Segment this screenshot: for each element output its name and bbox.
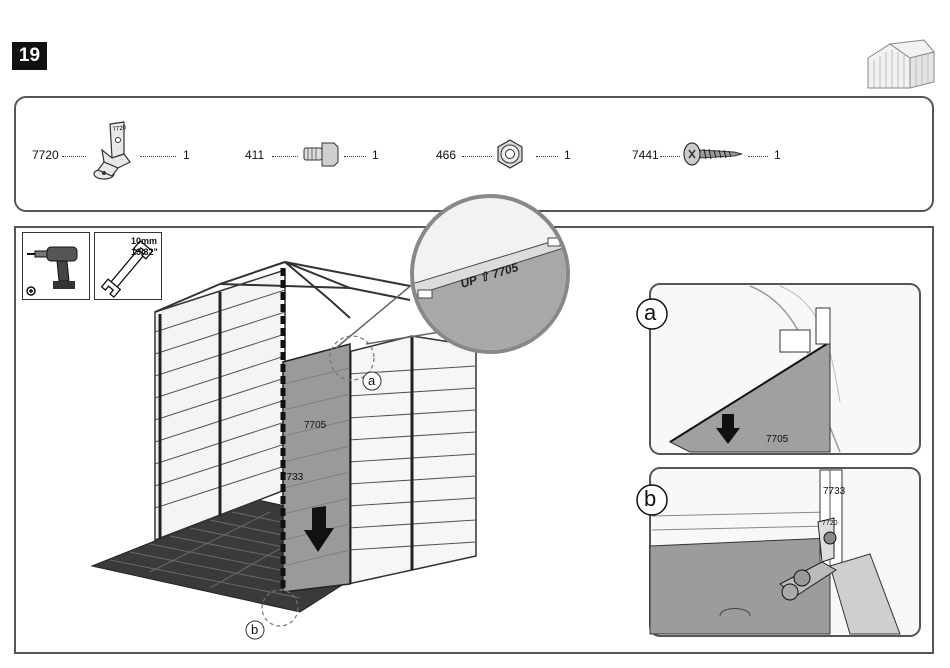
panel-label-7705: 7705 xyxy=(304,420,326,431)
detail-a-panel xyxy=(630,282,926,458)
detail-b-label: 7733 xyxy=(823,486,845,497)
panel-label-7733: 7733 xyxy=(281,472,303,483)
detail-b-panel xyxy=(630,466,926,638)
callout-b-letter: b xyxy=(251,622,258,637)
magnifier-detail: UP ⇧ 7705 xyxy=(412,196,570,360)
detail-b-letter: b xyxy=(644,486,656,512)
detail-a-letter: a xyxy=(644,300,656,326)
callout-a-letter: a xyxy=(368,373,375,388)
detail-a-label: 7705 xyxy=(766,434,788,445)
bracket-stamp-detail: 7720 xyxy=(822,520,838,527)
shed-back-wall xyxy=(155,270,285,540)
